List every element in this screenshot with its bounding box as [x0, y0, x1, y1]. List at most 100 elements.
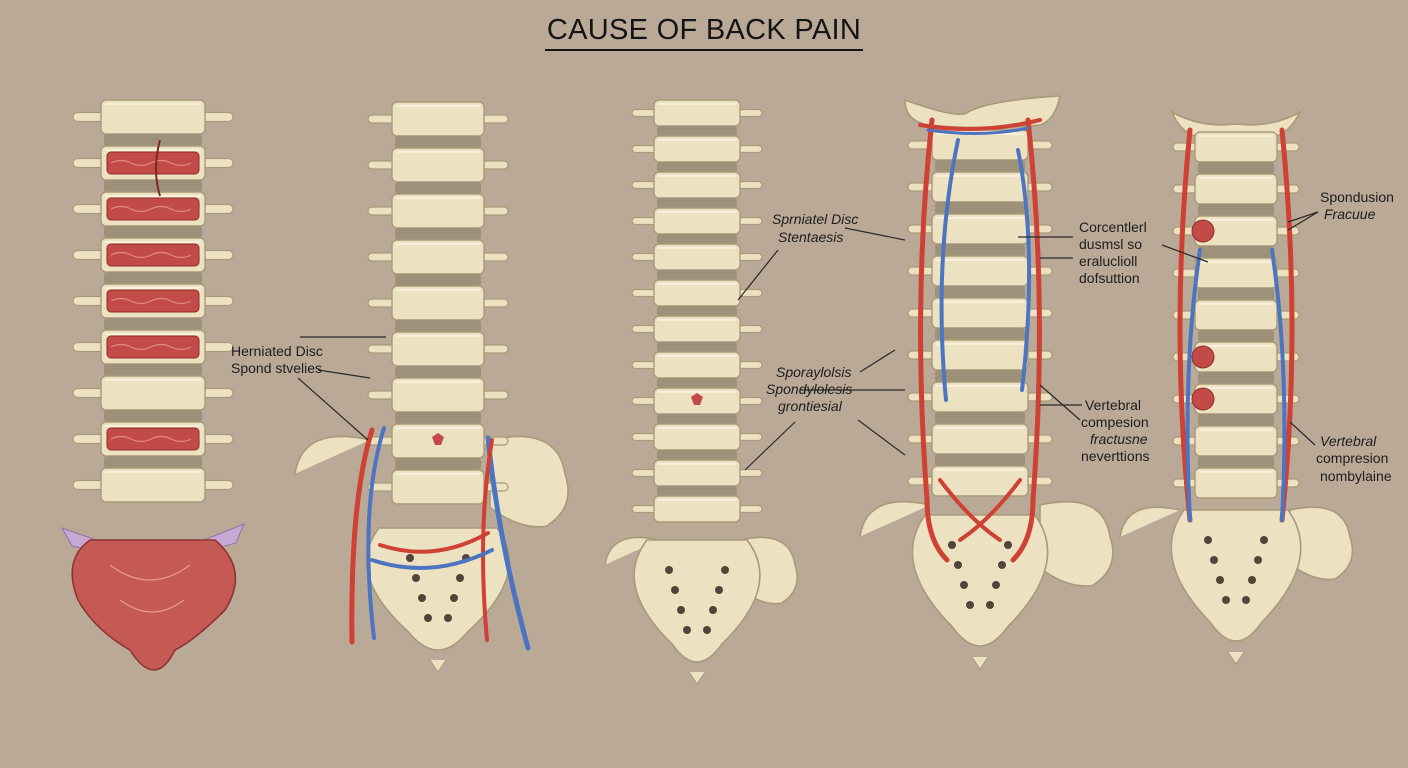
vein — [1185, 248, 1202, 522]
intervertebral-disc — [935, 160, 1025, 172]
iliac-bone — [294, 435, 371, 474]
intervertebral-disc — [104, 272, 202, 284]
vein — [370, 548, 494, 570]
sacral-foramen — [721, 566, 729, 574]
label-corcentlerl: Corcentlerl — [1079, 219, 1147, 235]
intervertebral-disc — [1198, 162, 1274, 174]
sacrum — [1170, 509, 1302, 642]
sacral-foramen — [412, 574, 420, 582]
sacral-foramen — [406, 554, 414, 562]
label-spondylolesis: Spondylolesis — [766, 381, 852, 397]
sacral-foramen — [703, 626, 711, 634]
label-vertebral-1: Vertebral — [1085, 397, 1141, 413]
tissue-texture — [110, 159, 192, 167]
vein — [1016, 148, 1032, 392]
lesion-spot — [691, 393, 703, 405]
coccyx — [1227, 651, 1245, 665]
vertebra-body — [391, 469, 485, 505]
spine-3-figure — [604, 99, 799, 685]
vein — [366, 426, 386, 640]
iliac-bone — [859, 500, 931, 537]
intervertebral-disc — [935, 244, 1025, 256]
intervertebral-disc — [657, 414, 737, 424]
intervertebral-disc — [1198, 372, 1274, 384]
intervertebral-disc — [657, 198, 737, 208]
intervertebral-disc — [395, 228, 481, 240]
intervertebral-disc — [1198, 330, 1274, 342]
sacral-foramen — [986, 601, 994, 609]
vertebra-body — [100, 375, 206, 411]
sacral-foramen — [954, 561, 962, 569]
sacral-foramen — [677, 606, 685, 614]
vein — [926, 126, 1030, 136]
sacral-foramen — [1204, 536, 1212, 544]
iliac-bone — [1289, 506, 1354, 581]
vertebra-body — [391, 193, 485, 229]
vein — [485, 435, 531, 651]
coccyx — [971, 656, 989, 670]
artery — [938, 478, 1002, 542]
intervertebral-disc — [935, 328, 1025, 340]
sacral-foramen — [715, 586, 723, 594]
lesion-spot — [432, 433, 444, 445]
intervertebral-disc — [395, 366, 481, 378]
intervertebral-disc — [657, 270, 737, 280]
sacral-foramen — [1242, 596, 1250, 604]
fracture-crack — [155, 139, 161, 197]
sacral-foramen — [1222, 596, 1230, 604]
artery — [958, 478, 1022, 542]
vertebra-body — [931, 465, 1029, 497]
intervertebral-disc — [1198, 246, 1274, 258]
damaged-disc-tissue — [106, 289, 200, 313]
vertebra-body — [100, 467, 206, 503]
fracture-lesion — [1191, 219, 1215, 243]
damaged-sacrum — [71, 539, 237, 671]
intervertebral-disc — [395, 458, 481, 470]
sacral-foramen — [444, 614, 452, 622]
intervertebral-disc — [395, 182, 481, 194]
sacral-foramen — [960, 581, 968, 589]
intervertebral-disc — [657, 342, 737, 352]
sacral-foramen — [966, 601, 974, 609]
spine-4-figure — [859, 95, 1114, 670]
intervertebral-disc — [104, 318, 202, 330]
vertebra-body — [391, 239, 485, 275]
intervertebral-disc — [657, 162, 737, 172]
intervertebral-disc — [104, 410, 202, 422]
vertebra-body — [391, 331, 485, 367]
intervertebral-disc — [935, 286, 1025, 298]
label-sprniatel-disc: Sprniatel Disc — [772, 211, 858, 227]
page-title: CAUSE OF BACK PAIN — [0, 14, 1408, 51]
sacral-foramen — [683, 626, 691, 634]
label-compesion: compesion — [1081, 414, 1149, 430]
spine-2-figure — [294, 101, 569, 673]
intervertebral-disc — [395, 320, 481, 332]
artery — [918, 118, 1042, 131]
sacral-foramen — [418, 594, 426, 602]
intervertebral-disc — [395, 136, 481, 148]
vertebra-body — [653, 495, 741, 523]
iliac-bone — [1039, 500, 1114, 587]
sacral-foramen — [948, 541, 956, 549]
label-spond-stvelies: Spond stvelies — [231, 360, 322, 376]
leader-lines — [297, 211, 1319, 471]
label-herniated-disc: Herniated Disc — [231, 343, 323, 359]
intervertebral-disc — [657, 378, 737, 388]
spine-5-figure — [1119, 109, 1354, 665]
tissue-texture — [110, 435, 192, 443]
artery — [1177, 127, 1193, 523]
vertebra-body — [391, 285, 485, 321]
artery — [918, 117, 950, 563]
sacral-foramen — [1254, 556, 1262, 564]
sacral-foramen — [998, 561, 1006, 569]
intervertebral-disc — [395, 274, 481, 286]
intervertebral-disc — [657, 486, 737, 496]
sacral-foramen — [1248, 576, 1256, 584]
label-texts: Herniated Disc Spond stvelies Sprniatel … — [231, 189, 1394, 484]
sacral-foramen — [665, 566, 673, 574]
vertebra-body — [391, 101, 485, 137]
tissue-texture — [110, 297, 192, 305]
damaged-disc-tissue — [106, 427, 200, 451]
label-eraluclioll: eraluclioll — [1079, 253, 1137, 269]
